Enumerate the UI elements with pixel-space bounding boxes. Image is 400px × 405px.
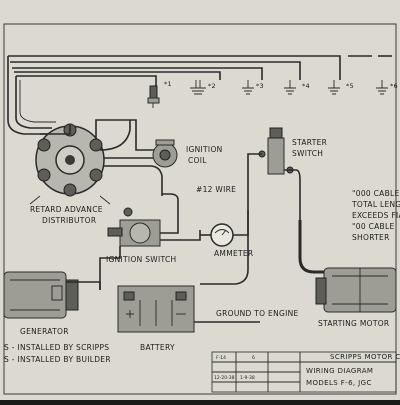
spark-plug [147,85,160,108]
ground-terminal-2: *2 [194,80,216,95]
ignition-coil-label-2: COIL [188,156,207,165]
battery-cable [200,210,249,285]
starting-motor-label: STARTING MOTOR [318,319,389,328]
terminal-label-2: *2 [208,82,216,90]
terminal-label-6: *6 [390,82,398,90]
ignition-switch [99,193,201,290]
title-cell-3: 12-20-38 [214,375,235,381]
ground-terminal-6: *6 [376,80,398,95]
terminal-label-3: *3 [256,82,264,90]
sheet-border [3,23,397,395]
title-cell-2: 6 [252,355,255,361]
terminal-label-5: *5 [346,82,354,90]
ignition-switch-label: IGNITION SWITCH [106,255,176,264]
top-harness [7,55,392,135]
distributor-label-1: RETARD ADVANCE [30,205,103,214]
ground-terminal-5: *5 [328,80,354,95]
title-block [211,351,397,393]
generator [3,271,101,319]
cable-note-5: SHORTER [352,233,390,242]
distributor-label-2: DISTRIBUTOR [42,216,96,225]
ammeter-label: AMMETER [214,249,253,258]
title-line-2: MODELS F-6, JGC [306,379,372,387]
title-cell-1: F-14 [216,355,226,361]
ignition-coil-label-1: IGNITION [186,145,223,154]
battery-label: BATTERY [140,343,175,352]
terminal-label-4: *4 [302,82,310,90]
starter-cable [298,220,340,274]
cable-note-3: EXCEEDS FIA [352,211,400,220]
ground-terminal-1: *1 [164,80,202,95]
ground-terminal-4: *4 [284,80,310,95]
coil-to-switch-wire [104,165,163,196]
company-name: SCRIPPS MOTOR CO [330,353,400,361]
terminal-label-1: *1 [164,80,172,88]
starting-motor [315,267,397,313]
distributor [29,119,161,205]
wire-12-label: #12 WIRE [196,185,236,194]
ground-label: GROUND TO ENGINE [216,309,299,318]
ammeter [200,210,249,247]
starter-switch-label-2: SWITCH [292,149,323,158]
cable-note-4: "00 CABLE [352,222,395,231]
legend-line-2: S - INSTALLED BY BUILDER [4,355,111,364]
starter-switch [247,127,301,220]
cable-note-2: TOTAL LENG [351,200,400,209]
ignition-coil [152,139,178,168]
title-line-1: WIRING DIAGRAM [306,367,373,375]
legend-line-1: S - INSTALLED BY SCRIPPS [4,343,109,352]
cable-note-1: "000 CABLE" [352,189,400,198]
battery [117,285,195,333]
title-cell-4: 1-9-38 [240,375,255,381]
ground-terminal-3: *3 [242,80,264,95]
generator-label: GENERATOR [20,327,69,336]
starter-switch-label-1: STARTER [292,138,327,147]
coil-feed-wire [122,119,156,151]
